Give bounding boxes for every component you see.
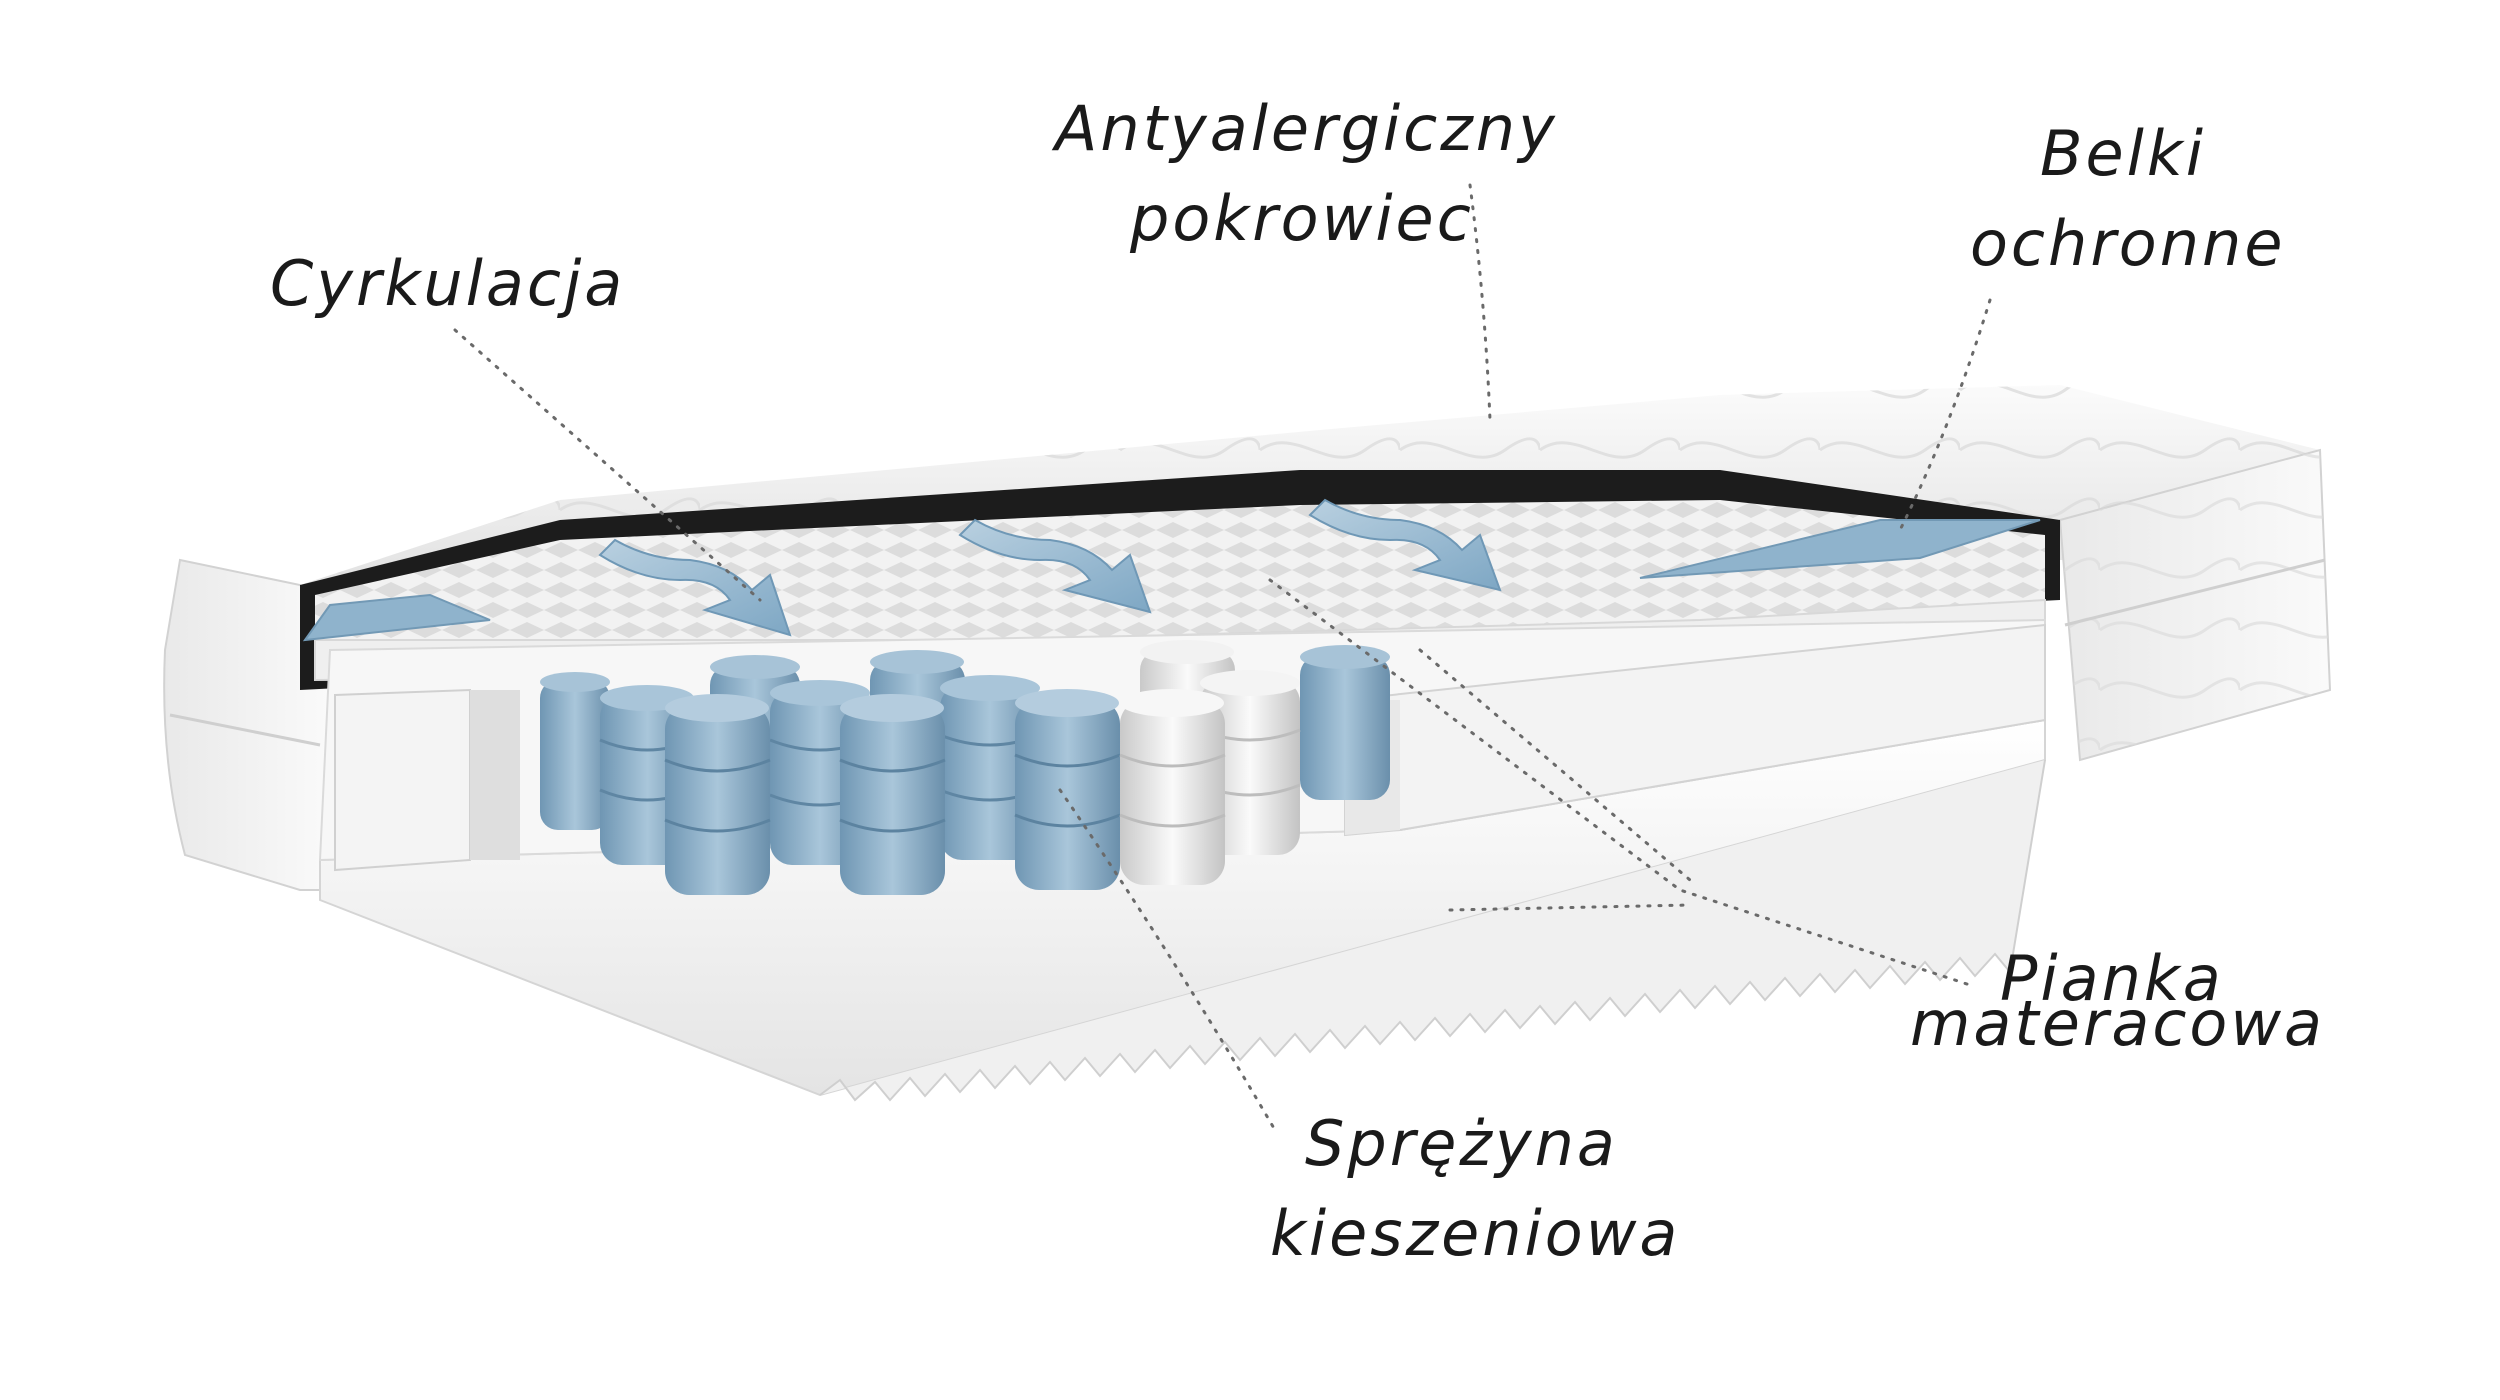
- circulation-arrows: [598, 498, 1502, 637]
- label-foam-line1: Pianka: [2000, 942, 2224, 1015]
- cover-left-seam: [169, 713, 321, 747]
- label-cover-line1: Antyalergiczny: [1051, 92, 1558, 165]
- label-foam-line2: materacowa: [1910, 987, 2325, 1060]
- spring-front-3: [1014, 689, 1121, 890]
- leader-foam-3: [1448, 903, 1692, 912]
- cover-right-quilting: [2060, 450, 2330, 760]
- blue-beam-left: [302, 593, 491, 642]
- labels: Cyrkulacja Antyalergiczny pokrowiec Belk…: [270, 92, 2325, 1270]
- leader-foam-2: [1418, 648, 1692, 882]
- label-spring-line2: kieszeniowa: [1270, 1197, 1680, 1270]
- leader-lines: [453, 183, 1992, 1132]
- label-spring-line1: Sprężyna: [1305, 1107, 1618, 1180]
- cover-right-seam: [2064, 558, 2326, 627]
- spring-back-1: [540, 672, 610, 830]
- circulation-arrow-1: [598, 538, 792, 637]
- spring-front-4: [1119, 689, 1226, 885]
- circulation-arrow-3: [1308, 498, 1502, 592]
- leader-circulation: [453, 328, 762, 602]
- cover-left-end: [163, 558, 331, 891]
- spring-back-5: [1300, 645, 1390, 800]
- blue-beam-right: [1639, 519, 2041, 579]
- leader-spring: [1058, 788, 1277, 1132]
- leader-beams: [1898, 298, 1992, 532]
- spring-front-1: [664, 694, 771, 895]
- pocket-springs: [540, 640, 1390, 895]
- left-foam-beam: [334, 688, 471, 872]
- label-cover-line2: pokrowiec: [1129, 182, 1474, 255]
- label-beams-line2: ochronne: [1970, 207, 2285, 280]
- label-circulation: Cyrkulacja: [270, 247, 625, 320]
- mattress: [163, 385, 2332, 1102]
- spring-front-2: [839, 694, 946, 895]
- leader-foam-1: [1268, 578, 1972, 987]
- label-beams-line1: Belki: [2040, 117, 2206, 190]
- base-foam-serrated-edge: [819, 759, 2046, 1102]
- left-foam-beam-inner: [470, 690, 520, 860]
- circulation-arrow-2: [958, 518, 1152, 614]
